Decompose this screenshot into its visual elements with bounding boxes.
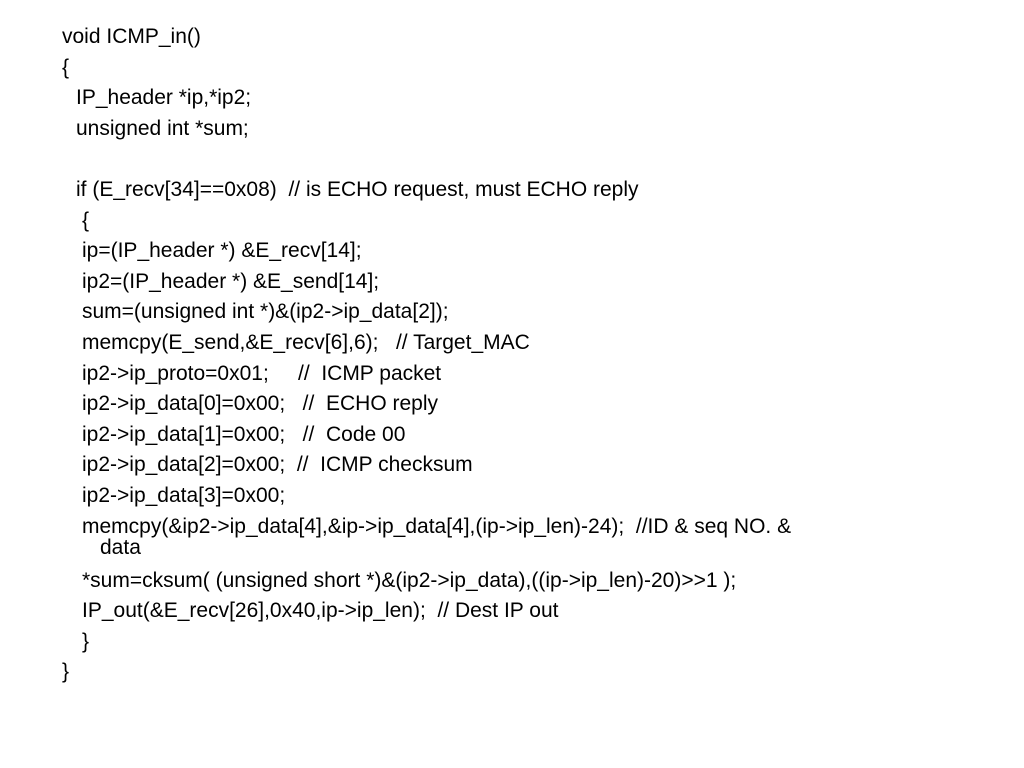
code-line-if-close-brace: }: [82, 629, 90, 653]
code-line-if-open-brace: {: [82, 208, 90, 232]
code-line-ip-data-2: ip2->ip_data[2]=0x00; // ICMP checksum: [82, 453, 473, 477]
code-line-open-brace: {: [62, 55, 70, 79]
code-line-ip-data-1: ip2->ip_data[1]=0x00; // Code 00: [82, 422, 406, 446]
code-line-ip-declaration: IP_header *ip,*ip2;: [76, 86, 252, 110]
code-line-sum-declaration: unsigned int *sum;: [76, 116, 249, 140]
code-line-memcpy-id-seq-continued: data: [100, 535, 141, 559]
code-line-checksum: *sum=cksum( (unsigned short *)&(ip2->ip_…: [82, 568, 737, 592]
code-line-ip-assign: ip=(IP_header *) &E_recv[14];: [82, 239, 362, 263]
code-line-function-signature: void ICMP_in(): [62, 25, 201, 48]
code-line-if-echo-request: if (E_recv[34]==0x08) // is ECHO request…: [76, 177, 639, 201]
code-line-ip-data-3: ip2->ip_data[3]=0x00;: [82, 483, 286, 507]
code-line-ip-data-0: ip2->ip_data[0]=0x00; // ECHO reply: [82, 392, 439, 416]
code-line-ip2-assign: ip2=(IP_header *) &E_send[14];: [82, 269, 380, 293]
code-line-close-brace: }: [62, 660, 70, 684]
code-line-ip-out: IP_out(&E_recv[26],0x40,ip->ip_len); // …: [82, 599, 559, 623]
code-line-memcpy-id-seq: memcpy(&ip2->ip_data[4],&ip->ip_data[4],…: [82, 514, 792, 538]
code-line-ip-proto: ip2->ip_proto=0x01; // ICMP packet: [82, 361, 442, 385]
code-line-sum-assign: sum=(unsigned int *)&(ip2->ip_data[2]);: [82, 300, 449, 324]
code-line-memcpy-mac: memcpy(E_send,&E_recv[6],6); // Target_M…: [82, 330, 530, 354]
blank-line: [62, 144, 982, 175]
code-listing: void ICMP_in() { IP_header *ip,*ip2; uns…: [62, 22, 982, 688]
